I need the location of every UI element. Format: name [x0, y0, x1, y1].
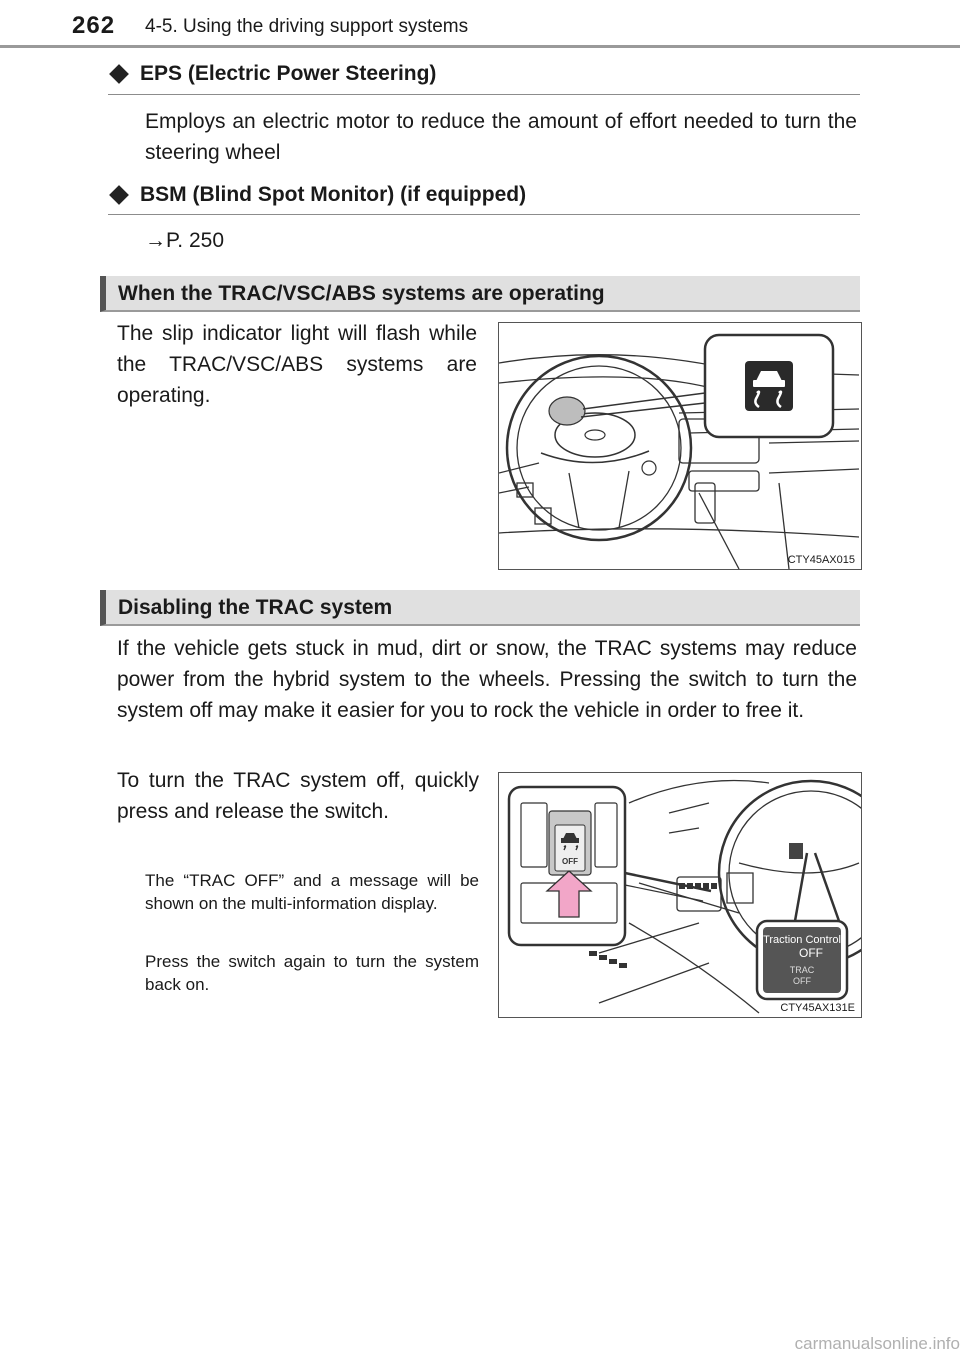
steering-wheel-icon: [505, 354, 693, 542]
switch-off-label: OFF: [562, 857, 578, 866]
trac-off-note-reenable: Press the switch again to turn the syste…: [145, 952, 479, 994]
figure-code: CTY45AX015: [787, 554, 855, 566]
trac-off-instruction: To turn the TRAC system off, quickly pre…: [117, 769, 479, 823]
diamond-bullet-icon: [109, 64, 129, 84]
page-number: 262: [72, 12, 116, 39]
trac-off-switch-icon[interactable]: OFF: [561, 833, 579, 866]
bsm-title: BSM (Blind Spot Monitor) (if equipped): [140, 183, 527, 206]
diamond-bullet-icon: [109, 185, 129, 205]
section-heading-disable-trac: Disabling the TRAC system: [100, 590, 860, 626]
press-arrow-icon: [545, 870, 593, 918]
section-heading-text: Disabling the TRAC system: [118, 596, 393, 619]
display-trac-line-1: TRAC: [790, 965, 815, 975]
bsm-rule: [108, 214, 860, 215]
eps-title: EPS (Electric Power Steering): [140, 62, 437, 85]
trac-disable-body: If the vehicle gets stuck in mud, dirt o…: [117, 637, 857, 722]
indicator-highlight: [548, 396, 586, 426]
eps-rule: [108, 94, 860, 95]
header-rule: [0, 45, 960, 48]
bsm-heading: BSM (Blind Spot Monitor) (if equipped): [108, 183, 526, 207]
eps-heading: EPS (Electric Power Steering): [108, 62, 436, 86]
trac-off-note-display: The “TRAC OFF” and a message will be sho…: [145, 871, 479, 913]
section-heading-trac-operating: When the TRAC/VSC/ABS systems are operat…: [100, 276, 860, 312]
trac-switch-drawing: OFF Traction Control OFF TRAC OFF: [507, 779, 861, 1014]
slip-indicator-icon: [745, 361, 793, 411]
section-heading-text: When the TRAC/VSC/ABS systems are operat…: [118, 282, 605, 305]
eps-body: Employs an electric motor to reduce the …: [145, 110, 857, 164]
trac-operating-body: The slip indicator light will flash whil…: [117, 322, 477, 407]
display-trac-line-2: OFF: [793, 976, 811, 986]
figure-code: CTY45AX131E: [780, 1002, 855, 1014]
bsm-page-reference[interactable]: →P. 250: [145, 229, 225, 252]
watermark: carmanualsonline.info: [794, 1334, 960, 1353]
trac-off-switch-illustration: OFF Traction Control OFF TRAC OFF CTY45A…: [498, 772, 862, 1018]
dashboard-drawing: [499, 333, 860, 569]
dashboard-slip-indicator-illustration: CTY45AX015: [498, 322, 862, 570]
multi-information-display: Traction Control OFF TRAC OFF: [763, 927, 841, 993]
running-header: 4-5. Using the driving support systems: [145, 16, 469, 37]
display-status: OFF: [799, 946, 823, 960]
display-title: Traction Control: [763, 934, 841, 946]
